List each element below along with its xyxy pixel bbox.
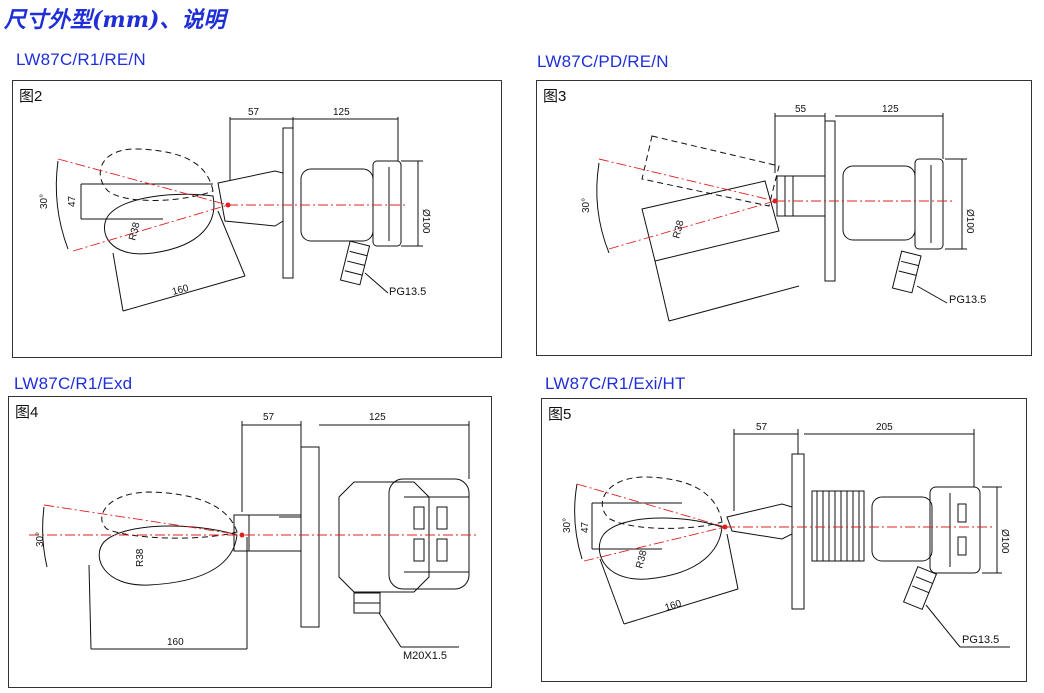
paddle-vane-alt [641,135,780,207]
housing-body [338,481,430,593]
centerline-tilt-b [608,200,776,250]
dim-tilt-angle: 30° [562,518,573,533]
float-vane [104,193,215,255]
centerline-tilt-a [576,483,726,528]
figure-label-fig5: 图5 [548,406,572,423]
dim-float-length: 160 [167,637,184,648]
housing-cap [914,158,944,250]
dim-housing-diameter: Ø100 [999,529,1010,554]
shaft-neck [776,175,826,217]
float-vane-alt [99,148,214,201]
dim-housing-length: 125 [882,104,899,115]
dim-neck-length: 57 [263,412,275,423]
dim-tilt-angle: 30° [581,198,592,213]
dim-housing-diameter: Ø100 [964,209,975,234]
housing-cap [929,486,981,574]
shaft-neck [217,170,284,227]
drawing-panel-fig3: 图3 [536,80,1032,356]
figure-label-fig2: 图2 [19,88,43,105]
mounting-flange [282,127,294,279]
drawing-fig4: 57 125 30° R38 160 M20X1.5 [29,412,479,662]
shaft-neck [726,503,793,540]
dim-float-radius: R38 [127,221,142,242]
drawing-panel-fig4: 图4 [8,396,492,688]
centerline-tilt-a [57,158,229,206]
centerline-tilt-b [72,204,229,252]
float-vane [598,517,723,580]
float-vane [98,525,238,586]
dim-neck-length: 57 [248,107,260,118]
callout-cable-gland: M20X1.5 [403,650,447,662]
dim-float-height: 47 [67,195,78,207]
centerline-tilt-b [583,526,726,562]
dim-float-length: 160 [171,283,190,298]
dim-housing-length: 205 [876,422,893,433]
housing-cap [372,160,402,247]
heat-sink-fins [811,490,865,562]
dim-float-height: 47 [580,521,591,533]
drawing-panel-fig5: 图5 [541,398,1027,682]
shaft-neck [233,514,302,552]
centerline-tilt-a [598,158,776,202]
drawing-fig3: 55 125 Ø100 30° R38 PG13.5 [581,104,986,322]
dim-neck-length: 57 [756,422,768,433]
dim-float-radius: R38 [634,549,649,570]
callout-cable-gland: PG13.5 [389,286,426,298]
housing-cap [388,478,470,590]
centerline-tilt-a [43,504,243,536]
drawing-fig5: 57 205 Ø100 47 30° R38 160 PG13.5 [562,422,1010,648]
figure-label-fig4: 图4 [15,404,39,421]
drawing-panel-fig2: 图2 [12,80,502,358]
paddle-vane [641,180,780,262]
dim-tilt-angle: 30° [35,532,46,547]
housing-body [871,496,933,562]
dim-tilt-angle: 30° [39,194,50,209]
dim-housing-length: 125 [333,107,350,118]
dim-housing-diameter: Ø100 [420,209,431,234]
cable-gland [902,565,938,611]
float-vane-alt [101,491,238,539]
model-name-fig5: LW87C/R1/Exi/HT [545,374,686,393]
model-name-fig2: LW87C/R1/RE/N [16,50,146,69]
model-name-fig3: LW87C/PD/RE/N [537,52,669,71]
dim-paddle-radius: R38 [671,219,686,240]
model-name-fig4: LW87C/R1/Exd [14,374,133,393]
callout-cable-gland: PG13.5 [949,294,986,306]
cable-gland [891,250,922,294]
page-title: 尺寸外型(mm)、说明 [4,7,226,33]
mounting-flange [300,446,320,628]
float-vane-alt [601,476,723,529]
dim-housing-length: 125 [369,412,386,423]
housing-body [842,165,916,241]
mounting-flange [791,453,805,610]
callout-cable-gland: PG13.5 [962,634,999,646]
dim-float-radius: R38 [135,548,146,567]
dim-neck-length: 55 [795,104,807,115]
drawing-fig2: 57 125 Ø100 47 30° R38 160 PG13.5 [39,107,431,312]
dim-float-length: 160 [664,598,684,614]
figure-label-fig3: 图3 [543,88,567,105]
